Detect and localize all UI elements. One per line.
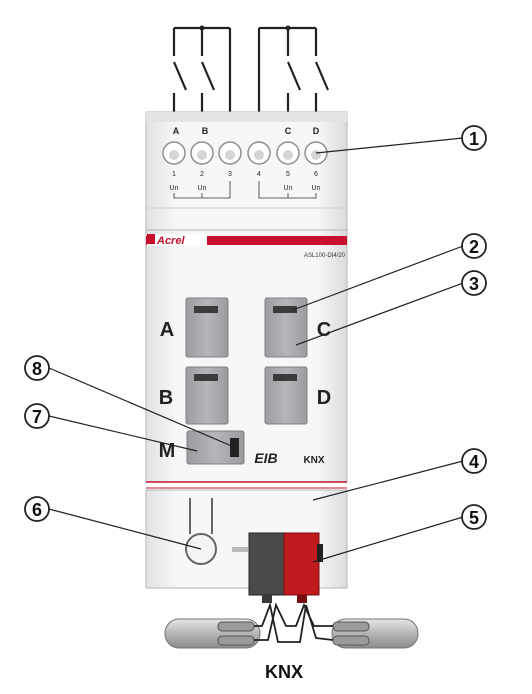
button-d[interactable] — [264, 366, 308, 425]
terminal-letter-a: A — [173, 126, 180, 136]
top-terminal-block: A B C D 1 2 3 4 5 6 Un Un Un Un — [145, 111, 348, 231]
terminal-letter-b: B — [202, 126, 209, 136]
callout-5: 5 — [461, 504, 487, 530]
terminal-number-6: 6 — [314, 171, 318, 178]
bus-label: KNX — [265, 662, 303, 682]
button-a[interactable] — [185, 297, 229, 358]
switch-wiring — [172, 26, 330, 118]
button-b-label: B — [159, 387, 173, 409]
brand-badge — [147, 234, 207, 246]
callout-4: 4 — [461, 448, 487, 474]
un-label-5: Un — [284, 185, 293, 192]
model-number: ASL100-DI4/20 — [304, 253, 346, 259]
terminal-letter-d: D — [313, 126, 320, 136]
callout-2: 2 — [461, 233, 487, 259]
un-label-2: Un — [198, 185, 207, 192]
terminal-number-5: 5 — [286, 171, 290, 178]
button-c-label: C — [317, 319, 331, 341]
svg-text:5: 5 — [469, 508, 479, 528]
button-c[interactable] — [264, 297, 308, 358]
callout-7: 7 — [24, 403, 50, 429]
svg-text:8: 8 — [32, 359, 42, 379]
callout-markers: 1 2 3 4 5 6 7 8 — [24, 125, 487, 530]
callout-1: 1 — [461, 125, 487, 151]
svg-text:6: 6 — [32, 500, 42, 520]
callout-8: 8 — [24, 355, 50, 381]
brand-logo: Acrel — [156, 235, 185, 247]
svg-text:2: 2 — [469, 237, 479, 257]
svg-text:7: 7 — [32, 407, 42, 427]
eib-mark: EIB — [254, 450, 277, 466]
knx-mark: KNX — [303, 455, 324, 466]
terminal-letter-c: C — [285, 126, 292, 136]
callout-leaders — [48, 137, 464, 563]
manual-button[interactable] — [186, 430, 245, 465]
front-panel: Acrel ASL100-DI4/20 A B C D M — [145, 229, 348, 505]
button-a-label: A — [160, 319, 174, 341]
svg-text:3: 3 — [469, 274, 479, 294]
knx-bus-connector[interactable] — [248, 532, 323, 603]
terminal-number-4: 4 — [257, 171, 261, 178]
terminal-number-1: 1 — [172, 171, 176, 178]
callout-3: 3 — [461, 270, 487, 296]
svg-text:4: 4 — [469, 452, 479, 472]
button-d-label: D — [317, 387, 331, 409]
terminal-number-2: 2 — [200, 171, 204, 178]
callout-6: 6 — [24, 496, 50, 522]
knx-bus-cable — [164, 601, 419, 649]
button-b[interactable] — [185, 366, 229, 425]
terminal-number-3: 3 — [228, 171, 232, 178]
un-label-6: Un — [312, 185, 321, 192]
un-label-1: Un — [170, 185, 179, 192]
svg-text:1: 1 — [469, 129, 479, 149]
